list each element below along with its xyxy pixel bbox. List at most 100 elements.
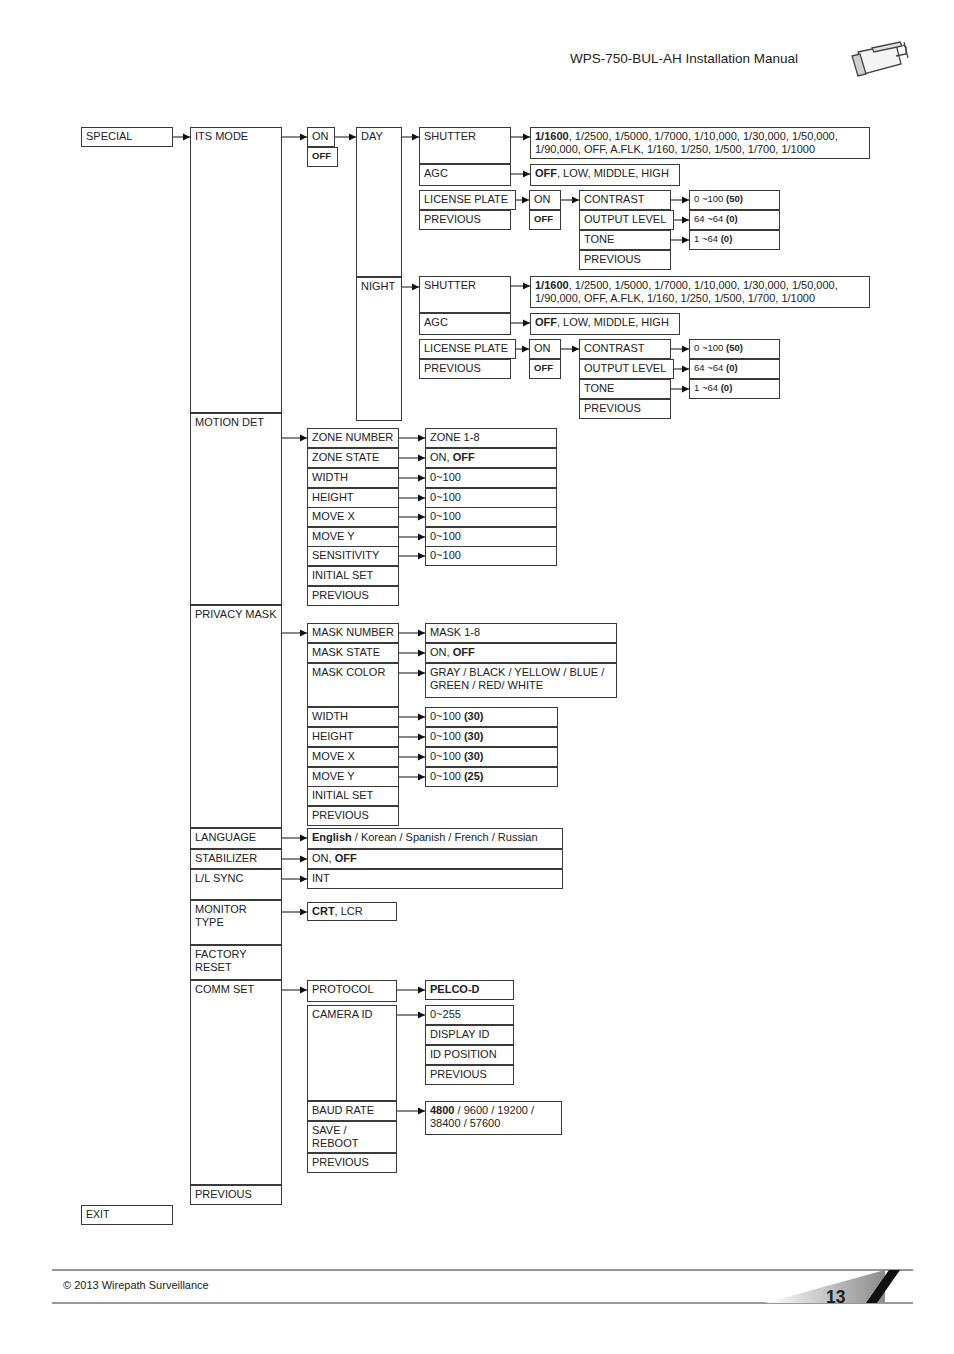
menu-box: MOVE X — [307, 747, 399, 767]
menu-text: EXIT — [82, 1206, 113, 1222]
bold-value: OFF — [312, 150, 331, 161]
menu-text: AGC — [420, 165, 452, 182]
menu-box: English / Korean / Spanish / French / Ru… — [307, 828, 563, 849]
menu-box: LICENSE PLATE — [419, 339, 516, 359]
menu-arrow — [399, 478, 425, 479]
menu-text: SHUTTER — [420, 128, 480, 145]
menu-arrow — [511, 286, 530, 287]
menu-box: MOTION DET — [190, 413, 282, 605]
menu-box: ON, OFF — [307, 849, 563, 869]
menu-text: PRIVACY MASK — [191, 606, 281, 623]
menu-box: 1/1600, 1/2500, 1/5000, 1/7000, 1/10,000… — [530, 276, 870, 308]
menu-text: OFF, LOW, MIDDLE, HIGH — [531, 165, 673, 182]
footer-rule — [52, 1270, 913, 1271]
menu-text: TONE — [580, 380, 618, 397]
menu-arrow — [674, 220, 689, 221]
menu-text: PREVIOUS — [426, 1066, 491, 1083]
menu-text: 64 ~64 (0) — [690, 360, 742, 375]
menu-box: OFF — [307, 147, 338, 167]
menu-arrow — [511, 137, 530, 138]
menu-text: HEIGHT — [308, 728, 358, 745]
menu-box: STABILIZER — [190, 849, 282, 869]
menu-arrow — [671, 240, 689, 241]
menu-text: ZONE NUMBER — [308, 429, 397, 446]
menu-box: OFF — [529, 210, 561, 230]
menu-text: 1 ~64 (0) — [690, 231, 736, 246]
menu-box: EXIT — [81, 1205, 173, 1225]
menu-box: 1/1600, 1/2500, 1/5000, 1/7000, 1/10,000… — [530, 127, 870, 159]
menu-box: TONE — [579, 379, 671, 399]
menu-box: OFF, LOW, MIDDLE, HIGH — [530, 313, 680, 335]
menu-box: CONTRAST — [579, 339, 671, 359]
menu-arrow — [397, 990, 425, 991]
menu-box: MASK 1-8 — [425, 623, 617, 643]
menu-arrow — [399, 438, 425, 439]
menu-arrow — [516, 200, 529, 201]
menu-text: WIDTH — [308, 708, 352, 725]
menu-arrow — [282, 879, 307, 880]
menu-arrow — [399, 633, 425, 634]
menu-box: ON, OFF — [425, 643, 617, 663]
camera-lens — [852, 54, 866, 76]
menu-arrow — [671, 200, 689, 201]
menu-text: ON, OFF — [426, 449, 479, 466]
menu-text: BAUD RATE — [308, 1102, 378, 1119]
menu-text: 1/1600, 1/2500, 1/5000, 1/7000, 1/10,000… — [531, 128, 869, 158]
bold-value: (0) — [726, 213, 738, 224]
bold-value: OFF — [335, 852, 357, 864]
menu-box: SHUTTER — [419, 276, 511, 313]
menu-text: INITIAL SET — [308, 787, 377, 804]
bold-value: (30) — [464, 710, 484, 722]
menu-text: PREVIOUS — [420, 360, 485, 377]
menu-box: 0~100 (25) — [425, 767, 558, 787]
menu-text: 0~100 (30) — [426, 728, 488, 745]
menu-arrow — [282, 137, 307, 138]
menu-text: ON — [530, 191, 555, 208]
menu-arrow — [282, 633, 307, 634]
menu-arrow — [399, 737, 425, 738]
menu-box: DISPLAY ID — [425, 1025, 514, 1045]
menu-box: MASK STATE — [307, 643, 399, 663]
menu-text: ON — [530, 340, 555, 357]
menu-text: MOTION DET — [191, 414, 268, 431]
menu-box: PELCO-D — [425, 980, 514, 1000]
menu-box: SPECIAL — [81, 127, 173, 147]
menu-text: 0 ~100 (50) — [690, 191, 747, 206]
menu-box: MONITOR TYPE — [190, 900, 282, 945]
menu-arrow — [399, 717, 425, 718]
bold-value: (50) — [726, 193, 743, 204]
menu-text: ID POSITION — [426, 1046, 501, 1063]
menu-text: ITS MODE — [191, 128, 252, 145]
menu-box: 0~100 — [425, 507, 557, 527]
menu-arrow — [335, 137, 356, 138]
menu-box: OUTPUT LEVEL — [579, 210, 674, 230]
menu-arrow — [399, 537, 425, 538]
menu-text: 64 ~64 (0) — [690, 211, 742, 226]
menu-arrow — [282, 990, 307, 991]
menu-text: DAY — [357, 128, 387, 145]
menu-text: GRAY / BLACK / YELLOW / BLUE / GREEN / R… — [426, 664, 616, 694]
menu-arrow — [671, 389, 689, 390]
menu-text: OUTPUT LEVEL — [580, 211, 670, 228]
bold-value: 13 — [826, 1287, 845, 1307]
bold-value: 1/1600 — [535, 130, 569, 142]
menu-text: LANGUAGE — [191, 829, 260, 846]
footer-wedge — [765, 1270, 885, 1303]
bold-value: English — [312, 831, 352, 843]
menu-arrow — [399, 498, 425, 499]
menu-box: PREVIOUS — [307, 806, 399, 826]
menu-text: ON, OFF — [308, 850, 361, 867]
menu-text: MONITOR TYPE — [191, 901, 281, 931]
menu-arrow — [511, 323, 530, 324]
menu-text: SENSITIVITY — [308, 547, 383, 564]
menu-text: FACTORY RESET — [191, 946, 281, 976]
bold-value: OFF — [534, 213, 553, 224]
menu-box: 0~100 (30) — [425, 747, 558, 767]
menu-text: 0~100 — [426, 547, 465, 564]
menu-text: CRT, LCR — [308, 903, 367, 920]
menu-text: STABILIZER — [191, 850, 261, 867]
menu-box: ZONE NUMBER — [307, 428, 399, 448]
camera-icon — [852, 42, 908, 76]
menu-text: MOVE X — [308, 508, 359, 525]
menu-box: HEIGHT — [307, 488, 399, 508]
